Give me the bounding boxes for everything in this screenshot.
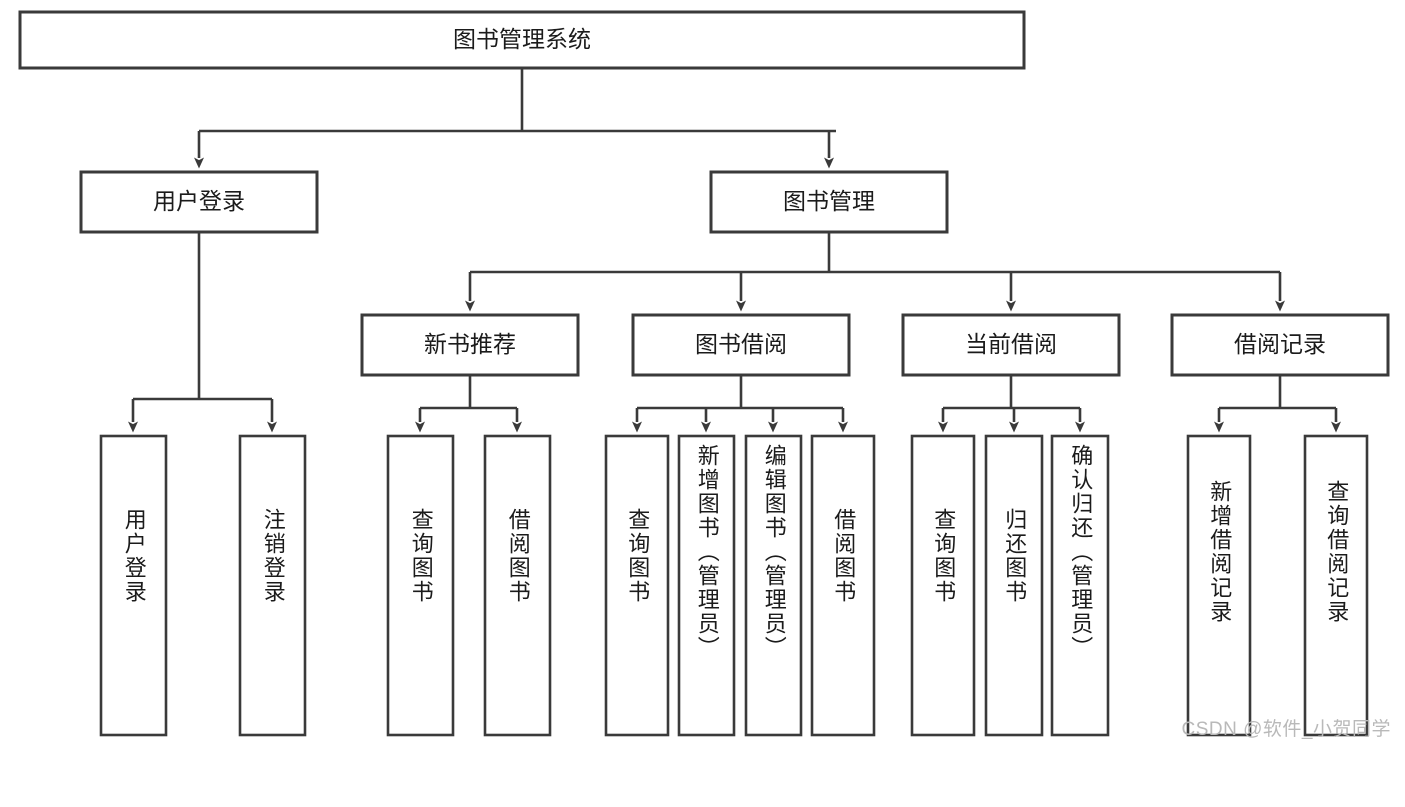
node-user-login-box[interactable] [79,170,319,234]
leaf-boxes [99,434,1369,737]
node-leaf-query-book-2-box[interactable] [604,434,670,737]
node-new-book-recommend[interactable]: 新书推荐 [360,313,580,377]
csdn-watermark: CSDN @软件_小贺同学 [1181,719,1391,740]
node-leaf-query-borrow-record-box[interactable] [1303,434,1369,737]
node-leaf-edit-book-admin-box[interactable] [744,434,803,737]
connector-new-book-recommend-to-leaves [415,375,522,433]
node-current-borrow-label: 当前借阅 [965,331,1057,357]
node-root-box[interactable] [18,10,1026,70]
node-leaf-user-login-box[interactable] [99,434,168,737]
node-leaf-query-book-3-box[interactable] [910,434,976,737]
node-root[interactable]: 图书管理系统 [18,10,1026,70]
connector-borrow-record-to-leaves [1214,375,1341,433]
node-leaf-confirm-return-admin-box[interactable] [1050,434,1110,737]
node-new-book-recommend-box[interactable] [360,313,580,377]
node-book-manage-box[interactable] [709,170,949,234]
connector-book-manage-to-level3 [465,232,1285,312]
connector-root-to-level2 [194,68,836,169]
node-book-borrow-box[interactable] [631,313,851,377]
node-leaf-logout-login-box[interactable] [238,434,307,737]
node-current-borrow-box[interactable] [901,313,1121,377]
node-book-manage-label: 图书管理 [783,188,875,214]
node-leaf-add-book-admin-box[interactable] [677,434,736,737]
connector-current-borrow-to-leaves [938,375,1085,433]
node-user-login-label: 用户登录 [153,188,245,214]
node-book-borrow-label: 图书借阅 [695,331,787,357]
node-leaf-query-book-1-box[interactable] [386,434,455,737]
node-root-label: 图书管理系统 [453,26,591,52]
node-new-book-recommend-label: 新书推荐 [424,331,516,357]
node-leaf-borrow-book-2-box[interactable] [810,434,876,737]
connector-user-login-to-leaves [128,232,277,433]
connector-book-borrow-to-leaves [632,375,848,433]
node-leaf-borrow-book-1-box[interactable] [483,434,552,737]
flowchart-svg: 图书管理系统 用户登录 图书管理 新书推荐 图书借阅 当前借阅 借阅记录 [18,10,1390,737]
node-user-login[interactable]: 用户登录 [79,170,319,234]
node-borrow-record-label: 借阅记录 [1234,331,1326,357]
node-leaf-add-borrow-record-box[interactable] [1186,434,1252,737]
node-borrow-record-box[interactable] [1170,313,1390,377]
node-current-borrow[interactable]: 当前借阅 [901,313,1121,377]
flowchart-canvas: 图书管理系统 用户登录 图书管理 新书推荐 图书借阅 当前借阅 借阅记录 [18,10,1391,740]
node-borrow-record[interactable]: 借阅记录 [1170,313,1390,377]
node-book-borrow[interactable]: 图书借阅 [631,313,851,377]
node-leaf-return-book-box[interactable] [984,434,1044,737]
node-book-manage[interactable]: 图书管理 [709,170,949,234]
